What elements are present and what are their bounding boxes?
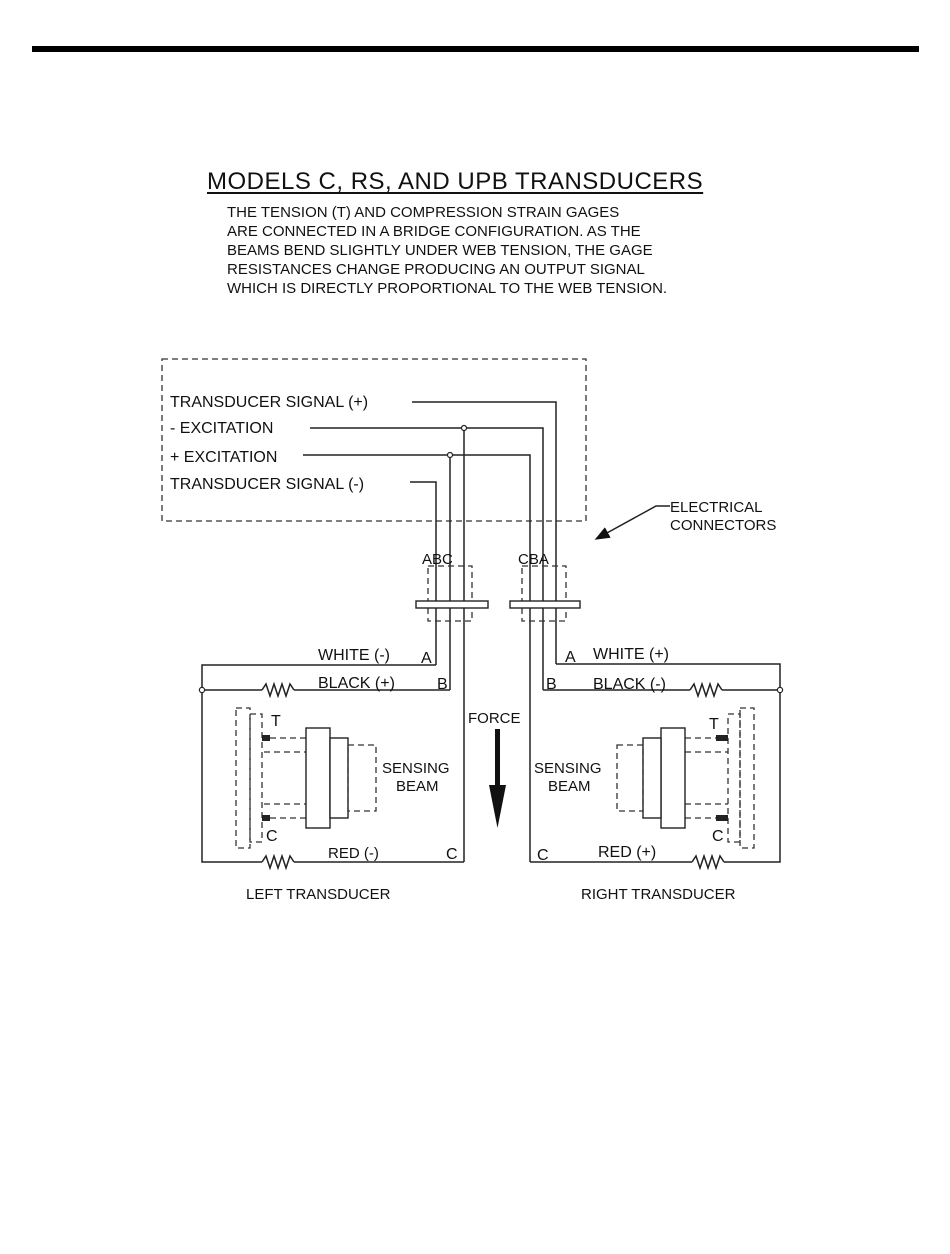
force-label: FORCE <box>468 710 521 727</box>
connectors-arrow <box>594 505 670 540</box>
description-line: BEAMS BEND SLIGHTLY UNDER WEB TENSION, T… <box>227 242 653 259</box>
right-gage-t: T <box>709 716 719 733</box>
description-line: RESISTANCES CHANGE PRODUCING AN OUTPUT S… <box>227 261 645 278</box>
left-transducer-body <box>235 707 377 849</box>
resistor-icon <box>261 853 295 871</box>
page-title: MODELS C, RS, AND UPB TRANSDUCERS <box>207 168 704 195</box>
left-pin-c: C <box>446 846 458 863</box>
force-arrow-icon <box>489 729 506 828</box>
left-black-label: BLACK (+) <box>318 675 395 692</box>
resistor-icon <box>261 681 295 699</box>
left-pin-b: B <box>437 676 448 693</box>
connectors-label-line2: CONNECTORS <box>670 517 776 534</box>
signal-plus-label: TRANSDUCER SIGNAL (+) <box>170 394 368 411</box>
right-transducer-body <box>616 707 755 849</box>
left-beam-label-line1: SENSING <box>382 760 450 777</box>
right-connector: CBA <box>509 551 581 622</box>
right-pin-a: A <box>565 649 576 666</box>
top-rule <box>32 46 919 52</box>
description-line: THE TENSION (T) AND COMPRESSION STRAIN G… <box>227 204 620 221</box>
right-pin-c: C <box>537 847 549 864</box>
connectors-label-line1: ELECTRICAL <box>670 499 763 516</box>
description-line: WHICH IS DIRECTLY PROPORTIONAL TO THE WE… <box>227 280 668 297</box>
resistor-icon <box>691 853 725 871</box>
control-box <box>161 358 587 522</box>
left-transducer-caption: LEFT TRANSDUCER <box>246 886 391 903</box>
right-transducer-wiring <box>530 663 784 871</box>
right-white-label: WHITE (+) <box>593 646 669 663</box>
left-gage-t: T <box>271 713 281 730</box>
right-beam-label-line1: SENSING <box>534 760 602 777</box>
right-connector-pins: CBA <box>518 551 549 568</box>
left-transducer-wiring <box>198 664 464 871</box>
left-white-label: WHITE (-) <box>318 647 390 664</box>
description-line: ARE CONNECTED IN A BRIDGE CONFIGURATION.… <box>227 223 641 240</box>
left-red-label: RED (-) <box>328 845 379 862</box>
left-connector-pins: ABC <box>422 551 453 568</box>
left-pin-a: A <box>421 650 432 667</box>
excitation-plus-label: + EXCITATION <box>170 449 277 466</box>
signal-minus-label: TRANSDUCER SIGNAL (-) <box>170 476 364 493</box>
right-pin-b: B <box>546 676 557 693</box>
right-transducer-caption: RIGHT TRANSDUCER <box>581 886 736 903</box>
right-beam-label-line2: BEAM <box>548 778 591 795</box>
description: THE TENSION (T) AND COMPRESSION STRAIN G… <box>227 203 787 298</box>
right-gage-c: C <box>712 828 724 845</box>
right-black-label: BLACK (-) <box>593 676 666 693</box>
left-gage-c: C <box>266 828 278 845</box>
resistor-icon <box>689 681 723 699</box>
left-beam-label-line2: BEAM <box>396 778 439 795</box>
excitation-minus-label: - EXCITATION <box>170 420 273 437</box>
right-red-label: RED (+) <box>598 844 656 861</box>
left-connector: ABC <box>415 551 489 622</box>
